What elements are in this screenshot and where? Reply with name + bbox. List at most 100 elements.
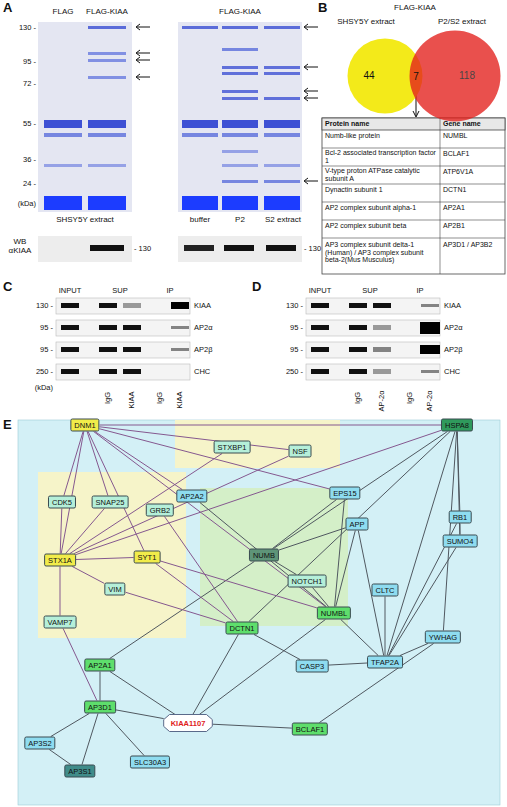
- blot-band: [349, 303, 367, 308]
- blot-band: [420, 322, 440, 334]
- gene-node: AP3S2: [24, 737, 55, 750]
- label-text: AP-2α: [426, 390, 434, 411]
- gene-node: SYT1: [134, 551, 161, 564]
- network-edge: [274, 432, 448, 549]
- label-text: 7: [413, 71, 419, 82]
- blot-band: [61, 369, 79, 374]
- blot-band: [123, 369, 141, 374]
- network-edge: [66, 509, 105, 554]
- network-region: [200, 488, 348, 626]
- size-marker: 130 -: [19, 24, 36, 32]
- network-edge: [74, 456, 288, 553]
- gene-node: APP: [345, 518, 368, 531]
- query-protein-node: KIAA1107: [164, 715, 213, 732]
- gel-band: [44, 133, 82, 137]
- pointer-arrow: [304, 88, 318, 94]
- panel-letter: A: [3, 1, 12, 15]
- blot-strip: [306, 298, 440, 314]
- gel-band: [264, 120, 300, 128]
- blot-band: [99, 347, 117, 352]
- gene-name: CLTC: [375, 586, 394, 595]
- gene-name: SUMO4: [447, 537, 474, 546]
- gel-band: [88, 164, 126, 167]
- blot-band: [61, 325, 79, 330]
- network-edge: [116, 710, 164, 719]
- band-arrows: [136, 24, 318, 184]
- gene-node: HSPA8: [441, 419, 473, 432]
- gel-band: [88, 59, 126, 62]
- network-background: [18, 420, 500, 805]
- network-edge: [49, 750, 70, 765]
- gene-name: DCTN1: [229, 624, 254, 633]
- network-edge: [212, 724, 291, 728]
- size-marker: 55 -: [23, 120, 36, 128]
- table-cell: Dynactin subunit 1: [325, 186, 438, 194]
- gene-name: VAMP7: [48, 618, 73, 627]
- gene-name: DNM1: [74, 421, 95, 430]
- network-edge: [100, 672, 101, 701]
- gel-band: [222, 97, 258, 100]
- network-edge: [100, 427, 289, 450]
- network-edge: [61, 432, 84, 554]
- blot-band: [420, 345, 440, 354]
- network-edge: [100, 425, 441, 426]
- network-edge: [254, 635, 300, 660]
- size-marker: 72 -: [23, 80, 36, 88]
- size-marker: 95 -: [40, 324, 53, 332]
- gel-band: [222, 48, 258, 51]
- gene-node: AP2A2: [176, 490, 207, 503]
- gel-band: [182, 26, 218, 29]
- gel-background: [178, 22, 302, 212]
- label-text: KIAA: [176, 391, 184, 408]
- size-marker: (kDa): [18, 200, 36, 208]
- network-edge: [193, 635, 239, 715]
- size-marker: - 130: [304, 245, 321, 253]
- label-text: AP2α: [194, 324, 213, 332]
- gene-node: CDK5: [48, 496, 76, 509]
- gel-band: [222, 66, 258, 69]
- blot-strip: [306, 320, 440, 336]
- size-marker: 24 -: [23, 180, 36, 188]
- gene-name: STXBP1: [218, 443, 247, 452]
- label-text: SUP: [112, 287, 127, 295]
- table-cell: AP2 complex subunit alpha-1: [325, 204, 438, 212]
- table-header: [322, 118, 505, 130]
- gene-node: STXBP1: [214, 441, 251, 454]
- network-edge: [70, 454, 222, 554]
- network-edge: [72, 567, 104, 584]
- network-edge: [60, 567, 61, 616]
- label-text: AP2β: [444, 346, 463, 354]
- label-text: CHC: [444, 368, 460, 376]
- table-rules: [322, 118, 505, 274]
- blot-strip: [306, 364, 440, 380]
- venn-circle: 118: [409, 30, 501, 122]
- gene-node: GRB2: [146, 504, 174, 517]
- gene-name: CASP3: [300, 662, 325, 671]
- count-number: 118: [459, 70, 475, 82]
- network-edge: [200, 503, 326, 607]
- gel-band: [264, 26, 300, 29]
- gene-node: NOTCH1: [288, 575, 327, 588]
- size-marker: 130 -: [36, 302, 53, 310]
- gene-node: BCLAF1: [292, 723, 328, 736]
- label-text: IgG: [354, 392, 362, 404]
- table-cell: Gene name: [443, 120, 481, 128]
- gel-band: [264, 133, 300, 137]
- network-edge: [336, 531, 356, 607]
- network-edge: [165, 517, 238, 622]
- network-edge: [88, 432, 144, 551]
- network-edge: [400, 644, 428, 656]
- blot-band: [99, 369, 117, 374]
- venn-table: [322, 90, 505, 274]
- label-text: FLAG-KIAA: [394, 4, 436, 13]
- label-text: SUP: [362, 287, 377, 295]
- gene-name: STX1A: [48, 556, 72, 565]
- gel-band: [88, 120, 126, 128]
- gel-band: [264, 164, 300, 167]
- gel-band: [222, 90, 258, 93]
- octagon-shape: [164, 715, 213, 732]
- blot-band: [224, 245, 254, 251]
- blot-strip: [178, 236, 302, 262]
- gene-node: DCTN1: [225, 622, 258, 635]
- label-text: WB αKIAA: [3, 238, 37, 256]
